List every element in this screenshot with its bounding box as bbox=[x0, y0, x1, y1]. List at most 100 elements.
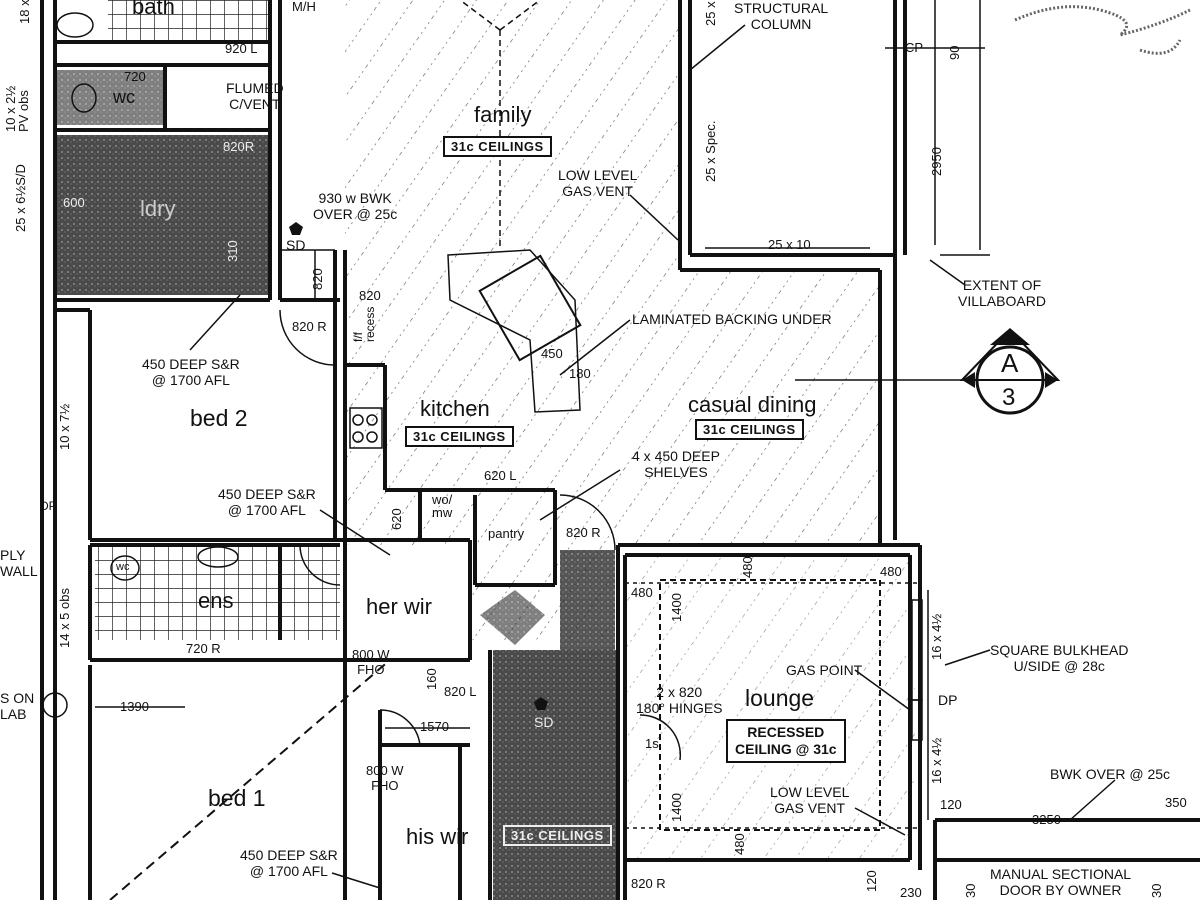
room-label-lounge: lounge bbox=[745, 685, 815, 711]
ceiling-label-hall: 31c CEILINGS bbox=[503, 825, 612, 846]
dim-120-b: 120 bbox=[864, 870, 879, 892]
dim-1400-b: 1400 bbox=[669, 793, 684, 822]
note-gas-point: GAS POINT bbox=[786, 662, 863, 678]
room-label-ff-recess: f/f recess bbox=[351, 306, 377, 342]
note-fho-2: 800 W FHO bbox=[366, 763, 404, 793]
room-label-pantry: pantry bbox=[488, 526, 525, 541]
dim-1400-a: 1400 bbox=[669, 593, 684, 622]
room-label-her-wir: her wir bbox=[366, 594, 433, 619]
ceiling-label-dining: 31c CEILINGS bbox=[695, 419, 804, 440]
smoke-detector-icon bbox=[534, 697, 548, 710]
note-cp: CP bbox=[905, 40, 924, 55]
dim-480-a: 480 bbox=[631, 585, 653, 600]
note-fho-1: 800 W FHO bbox=[352, 647, 390, 677]
dim-16x4half-a: 16 x 4½ bbox=[929, 613, 944, 660]
note-manual-door: MANUAL SECTIONAL DOOR BY OWNER bbox=[990, 866, 1132, 899]
room-label-bath: bath bbox=[132, 0, 175, 19]
dim-620-vertical: 620 bbox=[389, 508, 404, 530]
dim-2950: 2950 bbox=[929, 147, 944, 176]
smoke-detector-icon bbox=[289, 222, 303, 235]
note-bwk-over-25c: BWK OVER @ 25c bbox=[1050, 766, 1171, 782]
dim-820R-pantry: 820 R bbox=[566, 525, 601, 540]
note-bwk-over-930: 930 w BWK OVER @ 25c bbox=[313, 190, 398, 223]
dim-30-b: 30 bbox=[1149, 883, 1164, 898]
note-sr-bed2: 450 DEEP S&R @ 1700 AFL bbox=[142, 356, 240, 389]
hatched-living-area bbox=[345, 0, 880, 640]
room-label-wc: wc bbox=[113, 87, 135, 107]
wc-dark-area bbox=[55, 70, 165, 125]
dim-310: 310 bbox=[225, 240, 240, 262]
note-sr-bed1: 450 DEEP S&R @ 1700 AFL bbox=[240, 847, 338, 880]
dim-14x5obs: 14 x 5 obs bbox=[57, 588, 72, 648]
linen-diamond bbox=[480, 590, 545, 645]
room-label-wc-ens: wc bbox=[116, 561, 130, 573]
note-extent-villaboard: EXTENT OF VILLABOARD bbox=[958, 277, 1046, 310]
dim-480-c: 480 bbox=[880, 564, 902, 579]
note-dp-1: DP bbox=[938, 692, 958, 708]
linen-dark-area bbox=[560, 550, 615, 650]
bath-tiles bbox=[108, 0, 268, 42]
note-flumed-vent: FLUMED C/VENT bbox=[226, 80, 284, 113]
lounge-hatch bbox=[625, 555, 915, 860]
dim-480-d: 480 bbox=[732, 833, 747, 855]
dim-160: 160 bbox=[424, 668, 439, 690]
dim-620L: 620 L bbox=[484, 468, 517, 483]
dim-120-a: 120 bbox=[940, 797, 962, 812]
dim-480-b: 480 bbox=[740, 556, 755, 578]
note-laminated-backing: LAMINATED BACKING UNDER bbox=[632, 311, 832, 327]
room-label-ldry: ldry bbox=[140, 196, 176, 221]
dim-1390: 1390 bbox=[120, 699, 149, 714]
dim-720R: 720 R bbox=[186, 641, 221, 656]
dim-30-a: 30 bbox=[963, 883, 978, 898]
dim-16x4half-b: 16 x 4½ bbox=[929, 737, 944, 784]
dim-920L: 920 L bbox=[225, 41, 258, 56]
room-label-family: family bbox=[474, 102, 532, 127]
note-dp-2: DP bbox=[40, 499, 57, 513]
dim-90: 90 bbox=[947, 45, 962, 60]
dim-mh: M/H bbox=[292, 0, 316, 14]
note-sd-2: SD bbox=[534, 714, 554, 730]
note-low-level-gas-vent-2: LOW LEVEL GAS VENT bbox=[770, 784, 850, 817]
note-low-level-gas-vent-1: LOW LEVEL GAS VENT bbox=[558, 167, 638, 200]
dim-3250: 3250 bbox=[1032, 812, 1061, 827]
dim-25-top: 25 x bbox=[703, 1, 718, 26]
room-label-wo-mw: wo/ mw bbox=[432, 492, 453, 520]
note-sd-1: SD bbox=[286, 237, 306, 253]
dim-1570: 1570 bbox=[420, 719, 449, 734]
dim-10x2half: 10 x 2½ PV obs bbox=[3, 85, 31, 132]
dim-350: 350 bbox=[1165, 795, 1187, 810]
dim-820L: 820 L bbox=[444, 684, 477, 699]
scribble-mark bbox=[1014, 5, 1191, 55]
dim-230: 230 bbox=[900, 885, 922, 900]
section-marker-number: 3 bbox=[1002, 384, 1016, 411]
room-label-casual-dining: casual dining bbox=[688, 392, 817, 417]
note-structural-column: STRUCTURAL COLUMN bbox=[734, 0, 829, 33]
dim-820-vertical: 820 bbox=[310, 268, 325, 290]
dim-10x7half: 10 x 7½ bbox=[57, 403, 72, 450]
note-square-bulkhead: SQUARE BULKHEAD U/SIDE @ 28c bbox=[990, 642, 1129, 675]
room-label-ens: ens bbox=[198, 588, 234, 613]
dim-25x6half: 25 x 6½S/D bbox=[13, 164, 28, 232]
note-s-on-slab: S ON LAB bbox=[0, 690, 35, 723]
section-marker-graphic bbox=[959, 328, 1061, 415]
ceiling-label-lounge: RECESSED CEILING @ 31c bbox=[726, 719, 846, 763]
laundry-dark-area bbox=[55, 135, 270, 295]
dim-600: 600 bbox=[63, 195, 85, 210]
note-hinges: 2 x 820 180° HINGES bbox=[636, 684, 723, 717]
hall-dark-area bbox=[493, 650, 618, 900]
dim-820-recess: 820 bbox=[359, 288, 381, 303]
room-label-bed2: bed 2 bbox=[190, 405, 248, 431]
dim-820R-bottom: 820 R bbox=[631, 876, 666, 891]
dim-820R-bed2: 820 R bbox=[292, 319, 327, 334]
dim-18x: 18 x bbox=[17, 0, 32, 24]
dim-820R-ldry: 820R bbox=[223, 139, 255, 154]
dim-25x10: 25 x 10 bbox=[768, 237, 811, 252]
note-ply-wall: PLY WALL bbox=[0, 547, 38, 580]
ceiling-label-kitchen: 31c CEILINGS bbox=[405, 426, 514, 447]
dim-1s: 1s bbox=[645, 736, 659, 751]
room-label-bed1: bed 1 bbox=[208, 785, 266, 811]
room-label-his-wir: his wir bbox=[406, 824, 469, 849]
note-shelves: 4 x 450 DEEP SHELVES bbox=[632, 448, 720, 481]
dim-450: 450 bbox=[541, 346, 563, 361]
